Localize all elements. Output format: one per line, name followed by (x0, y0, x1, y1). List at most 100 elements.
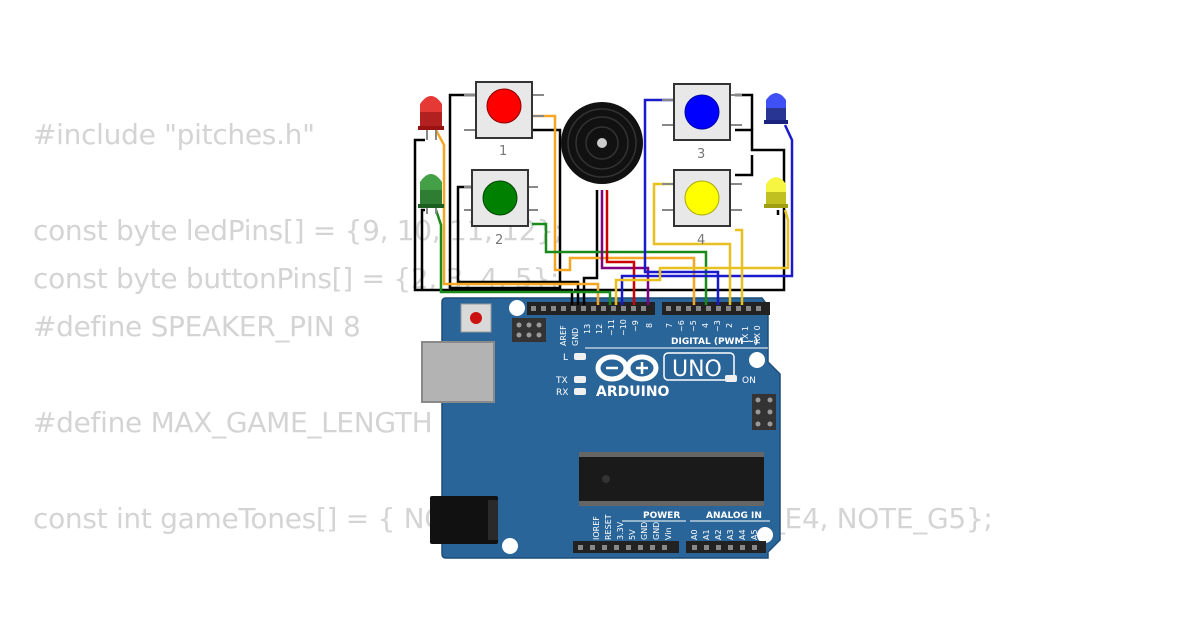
button-1-label: 1 (499, 144, 507, 159)
button-4-cap[interactable] (684, 180, 720, 216)
pin-label-11: ~11 (607, 319, 616, 336)
digital-header-pins (531, 306, 761, 311)
pin-label-13: 13 (583, 324, 592, 334)
wire-button1-signal (532, 114, 696, 305)
pin-label-rx: RX 0 (753, 325, 762, 344)
mounting-hole (502, 538, 518, 554)
uno-model-text: UNO (672, 357, 722, 382)
button-3-label: 3 (697, 147, 705, 162)
wire-ground-btn4 (735, 155, 754, 177)
usb-port (421, 341, 495, 403)
pin-label-5v: 5V (628, 529, 637, 540)
wire-ground-buzzer (582, 190, 599, 305)
led-red (418, 96, 444, 140)
bottom-header-pins (578, 545, 757, 550)
wire-buzzer-signal (600, 190, 650, 305)
pin-label-tx: TX 1 (741, 326, 750, 345)
arduino-brand-text: ARDUINO (596, 384, 670, 400)
board-led-tx (574, 376, 586, 383)
pin-label-ioref: IOREF (592, 516, 601, 540)
wire-button4-signal-2 (735, 228, 744, 305)
arduino-uno-board: AREF GND 13 12 ~11 ~10 ~9 8 7 ~6 ~5 4 ~3… (421, 297, 781, 559)
pin-label-a2: A2 (714, 529, 723, 540)
button-2-label: 2 (495, 233, 503, 248)
led-label-tx: TX (555, 376, 568, 386)
wire-button4-signal (652, 182, 732, 305)
pin-label-10: ~10 (619, 319, 628, 336)
icsp-header-top (512, 318, 546, 342)
push-button-4[interactable]: 4 (662, 169, 742, 248)
pin-label-a4: A4 (738, 529, 747, 540)
led-green (418, 174, 444, 214)
on-label: ON (742, 376, 756, 386)
button-1-cap[interactable] (486, 88, 522, 124)
mounting-hole (757, 527, 773, 543)
digital-pin-labels: AREF GND 13 12 ~11 ~10 ~9 8 7 ~6 ~5 4 ~3… (559, 319, 762, 346)
wire-button3-signal (643, 98, 720, 305)
button-3-cap[interactable] (684, 94, 720, 130)
arduino-logo-symbols (606, 362, 648, 374)
push-button-2[interactable]: 2 (464, 169, 538, 248)
analog-section-label: ANALOG IN (706, 511, 762, 521)
wire-button2-signal (532, 222, 708, 305)
board-led-l (574, 353, 586, 360)
pin-label-7: 7 (665, 323, 674, 328)
pin-label-gnd-2: GND (652, 522, 661, 540)
pin-label-8: 8 (645, 323, 654, 328)
uno-badge (663, 352, 735, 381)
pin-label-5: ~5 (689, 320, 698, 332)
wire-ground-left-2 (420, 208, 425, 290)
button-4-label: 4 (697, 233, 705, 248)
wire-ground-left (413, 138, 574, 305)
code-line-include: #include "pitches.h" (33, 118, 315, 151)
wire-ground-btn1-right (532, 128, 562, 290)
icsp-header-right (752, 394, 776, 430)
code-line-max-game-length: #define MAX_GAME_LENGTH 100 (33, 406, 494, 439)
digital-pwm-label: DIGITAL (PWM ~) (671, 337, 758, 347)
arduino-infinity-logo (595, 354, 659, 382)
reset-button[interactable] (460, 303, 492, 333)
push-button-1[interactable]: 1 (464, 81, 544, 159)
wire-ground-btn1 (448, 93, 560, 290)
wire-yellow-led-signal (614, 209, 790, 305)
pin-label-gnd-1: GND (640, 522, 649, 540)
pin-label-aref: AREF (559, 325, 568, 346)
pin-label-a0: A0 (690, 529, 699, 540)
pin-label-reset: RESET (604, 514, 613, 540)
power-section-label: POWER (643, 511, 680, 521)
power-pin-labels: IOREF RESET 3.3V 5V GND GND Vin (592, 514, 673, 540)
board-led-on (725, 375, 737, 382)
piezo-buzzer (561, 102, 643, 184)
code-line-led-pins: const byte ledPins[] = {9, 10, 11, 12}; (33, 214, 563, 247)
power-jack (430, 496, 498, 544)
mounting-hole (749, 352, 765, 368)
pin-label-a1: A1 (702, 529, 711, 540)
pin-label-a3: A3 (726, 529, 735, 540)
led-yellow (764, 177, 788, 208)
analog-pin-labels: A0 A1 A2 A3 A4 A5 (690, 529, 759, 540)
led-label-l: L (563, 353, 568, 363)
pin-label-9: ~9 (631, 320, 640, 332)
push-button-3[interactable]: 3 (662, 83, 742, 162)
atmega-chip (579, 452, 764, 506)
wire-blue-led-signal (620, 124, 794, 305)
pin-label-6: ~6 (677, 320, 686, 332)
pin-label-3: ~3 (713, 320, 722, 332)
pin-label-2: 2 (725, 323, 734, 328)
pin-label-gnd: GND (571, 328, 580, 346)
led-blue (764, 93, 788, 124)
pin-label-vin: Vin (664, 527, 673, 540)
mounting-hole (509, 300, 525, 316)
board-led-rx (574, 388, 586, 395)
pin-label-4: 4 (701, 323, 710, 328)
button-2-cap[interactable] (482, 180, 518, 216)
wire-green-led-signal (434, 209, 612, 305)
pin-label-12: 12 (595, 324, 604, 334)
pin-label-3v3: 3.3V (616, 521, 625, 540)
wire-ground-right (574, 128, 786, 292)
pin-label-a5: A5 (750, 529, 759, 540)
wire-buzzer-red (605, 190, 636, 305)
code-line-speaker-pin: #define SPEAKER_PIN 8 (33, 310, 361, 343)
led-label-rx: RX (556, 388, 568, 398)
